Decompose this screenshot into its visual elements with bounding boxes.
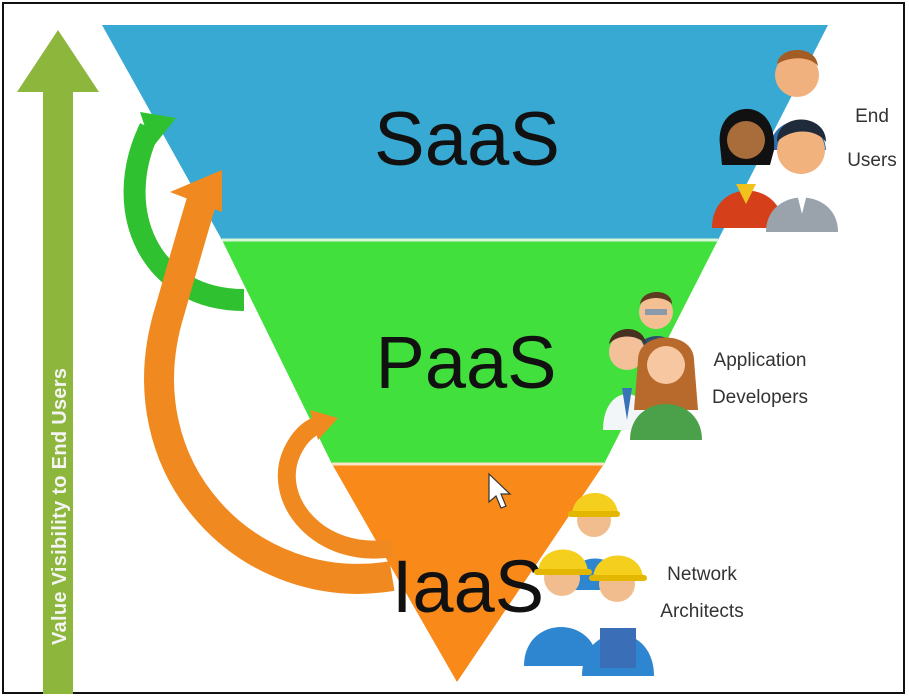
green-curved-arrow-icon <box>123 112 245 311</box>
architects-label-line2: Architects <box>660 601 743 622</box>
orange-curved-arrow-large-icon <box>144 170 395 594</box>
tier-iaas-band <box>332 464 604 682</box>
developers-icon <box>603 292 702 440</box>
cursor-icon <box>488 472 512 509</box>
arrow-up-icon <box>17 30 99 694</box>
tier-paas-band <box>222 240 718 464</box>
end-users-icon <box>712 50 838 232</box>
developers-label-line2: Developers <box>712 387 808 408</box>
tier-saas-name: SaaS <box>374 97 560 182</box>
tier-saas-band <box>102 25 828 240</box>
tier-iaas-name: IaaS <box>392 545 544 628</box>
end-users-label-line1: End <box>855 106 889 127</box>
orange-curved-arrow-small-icon <box>277 410 394 559</box>
axis-label: Value Visibility to End Users <box>49 368 71 645</box>
tier-paas-name: PaaS <box>375 321 556 404</box>
architects-icon <box>524 493 654 676</box>
architects-label-line1: Network <box>667 564 737 585</box>
developers-label-line1: Application <box>714 350 807 371</box>
end-users-label-line2: Users <box>847 150 897 171</box>
